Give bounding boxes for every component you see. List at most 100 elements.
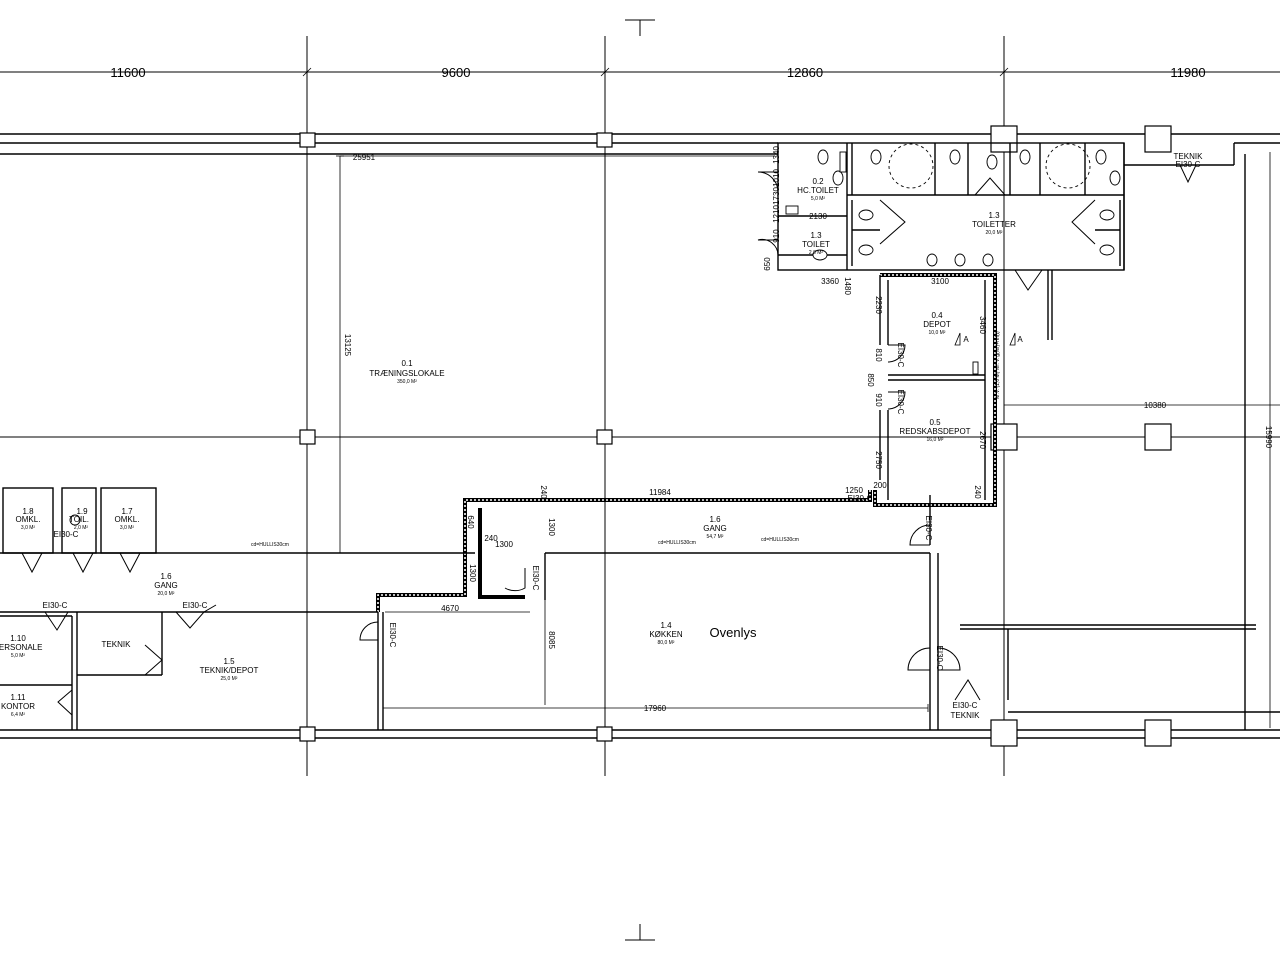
dim-11: 2230 <box>874 296 883 314</box>
dim-34: 650 <box>763 257 772 271</box>
fire-door-2: EI30-C <box>183 601 208 610</box>
toilet-block <box>757 142 1125 340</box>
room-1-8-name: OMKL. <box>16 515 41 524</box>
room-0-5-name: REDSKABSDEPOT <box>899 427 970 436</box>
dim-top-3: 12860 <box>787 65 823 80</box>
wall-note-3: cd=HULLIS30cm <box>761 537 799 543</box>
dim-19: 240 <box>539 485 548 499</box>
room-1-6-gang-area: 54,7 M² <box>707 534 724 540</box>
room-0-2-area: 5,0 M² <box>811 196 826 202</box>
room-1-5-number: 1.5 <box>223 657 235 666</box>
dim-top-4: 11980 <box>1170 65 1205 80</box>
fire-door-7: EI30-C <box>896 343 905 368</box>
room-1-4-name: KØKKEN <box>649 630 683 639</box>
misc-labels: TEKNIK EI30-C TEKNIK EI30-C TEKNIK Ovenl… <box>43 152 1204 720</box>
dim-32: 910 <box>772 229 781 243</box>
room-1-9-area: 2,0 M² <box>74 525 89 531</box>
room-1-6-gang-name: GANG <box>703 524 727 533</box>
section-mark-a2: A <box>1017 335 1023 344</box>
dim-16: 3360 <box>821 277 839 286</box>
room-1-3-toilet-area: 2,0 M² <box>809 250 824 256</box>
wall-note-1: cd=HULLIS30cm <box>251 542 289 548</box>
wall-note-2: cd=HULLIS30cm <box>658 540 696 546</box>
room-labels: 0.1 TRÆNINGSLOKALE 350,0 M² 0.2 HC.TOILE… <box>0 177 1016 718</box>
room-1-5-area: 25,0 M² <box>221 676 238 682</box>
dim-18: 1730 <box>772 187 781 205</box>
dim-20: 240 <box>484 534 498 543</box>
fire-door-5: EI30-C <box>924 516 933 541</box>
room-1-10-number: 1.10 <box>10 634 26 643</box>
dim-12: 2750 <box>874 451 883 469</box>
training-hall-dims <box>336 155 775 554</box>
ovenlys-label: Ovenlys <box>710 625 757 640</box>
room-0-2-name: HC.TOILET <box>797 186 839 195</box>
inner-dimensions: 25951 13125 11984 17960 10380 15990 4670… <box>343 146 1273 713</box>
dim-4: 17960 <box>644 704 667 713</box>
room-1-3-toilet-number: 1.3 <box>810 231 822 240</box>
fire-door-6: EI30-C <box>935 646 944 671</box>
dim-30: 1010 <box>772 169 781 187</box>
dim-8: 1300 <box>495 540 513 549</box>
dim-23: 640 <box>466 515 475 529</box>
room-1-6-gang-number: 1.6 <box>709 515 721 524</box>
dim-28: 1250 <box>845 486 863 495</box>
dim-31: 1210 <box>772 205 781 223</box>
room-0-4-area: 10,0 M² <box>929 330 946 336</box>
room-1-11-name: KONTOR <box>1 702 35 711</box>
room-1-8-area: 3,0 M² <box>21 525 36 531</box>
dim-21: 240 <box>973 485 982 499</box>
dim-26: 850 <box>866 373 875 387</box>
room-1-10-name: PERSONALE <box>0 643 42 652</box>
room-1-5-name: TEKNIK/DEPOT <box>200 666 259 675</box>
teknik-label-bottom: TEKNIK <box>951 711 981 720</box>
dim-15: 3100 <box>931 277 949 286</box>
fire-door-4: EI30-C <box>531 566 540 591</box>
fire-door-3: EI30-C <box>388 623 397 648</box>
dim-14: 2670 <box>978 431 987 449</box>
room-1-6-left-area: 20,0 M² <box>158 591 175 597</box>
dim-3: 11984 <box>649 488 671 497</box>
building-outline <box>0 133 1280 739</box>
room-1-4-number: 1.4 <box>660 621 672 630</box>
room-0-4-number: 0.4 <box>931 311 943 320</box>
room-1-3-toiletter-area: 20,0 M² <box>986 230 1003 236</box>
dim-10: 1300 <box>547 518 556 536</box>
dim-33: 1480 <box>843 277 852 295</box>
dim-29: 1340 <box>772 146 781 164</box>
depot-rooms <box>873 273 1016 507</box>
room-1-7-area: 3,0 M² <box>120 525 135 531</box>
room-1-9-number: 1.9 <box>76 507 88 516</box>
dim-9: 1300 <box>468 564 477 582</box>
room-1-7-name: OMKL. <box>115 515 140 524</box>
room-1-6-left-number: 1.6 <box>160 572 172 581</box>
dim-7: 4670 <box>441 604 459 613</box>
room-1-9-name: TOIL. <box>69 515 89 524</box>
grid-lines <box>0 19 1280 941</box>
room-1-7-number: 1.7 <box>121 507 133 516</box>
room-1-3-toiletter-name: TOILETTER <box>972 220 1016 229</box>
dim-24: 810 <box>874 348 883 362</box>
room-1-3-toilet-name: TOILET <box>802 240 830 249</box>
room-0-1-name: TRÆNINGSLOKALE <box>369 369 444 378</box>
ei30-teknik-top: EI30-C <box>1176 160 1201 169</box>
fire-door-1: EI30-C <box>43 601 68 610</box>
top-dimensions: 11600 9600 12860 11980 <box>110 65 1205 80</box>
teknik-label-left: TEKNIK <box>102 640 132 649</box>
dim-2: 13125 <box>343 334 352 357</box>
left-wing <box>0 487 378 730</box>
dim-25: 910 <box>874 393 883 407</box>
fire-door-8: EI30-C <box>896 390 905 415</box>
room-0-1-number: 0.1 <box>401 359 413 368</box>
room-1-3-toiletter-number: 1.3 <box>988 211 1000 220</box>
room-1-11-number: 1.11 <box>11 693 27 702</box>
dim-top-2: 9600 <box>442 65 471 80</box>
teknik-label-top: TEKNIK <box>1174 152 1204 161</box>
ei30-teknik-bottom: EI30-C <box>953 701 978 710</box>
dim-6: 15990 <box>1264 426 1273 449</box>
dim-27: 200 <box>873 481 887 490</box>
room-0-2-number: 0.2 <box>812 177 824 186</box>
room-1-8-number: 1.8 <box>22 507 34 516</box>
room-0-4-name: DEPOT <box>923 320 951 329</box>
room-1-4-area: 80,0 M² <box>658 640 675 646</box>
